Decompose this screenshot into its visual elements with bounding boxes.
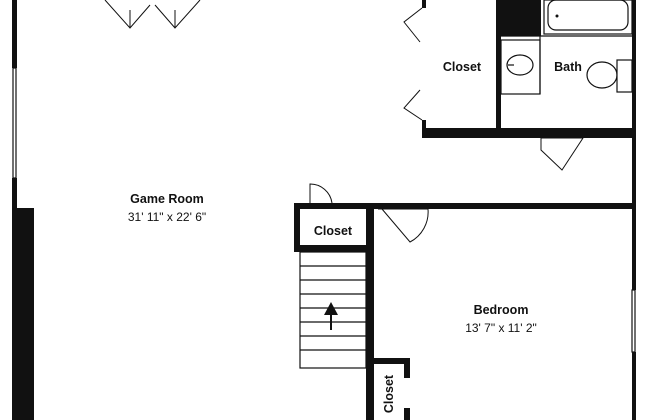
bath-closet-block xyxy=(500,0,541,36)
left-exterior-wall-lower xyxy=(12,208,34,420)
sink-icon xyxy=(506,54,534,76)
stair-closet-right-wall xyxy=(366,203,374,420)
bifold-door-icon xyxy=(104,0,151,29)
upper-closet-bottom-wall xyxy=(422,128,632,138)
bathtub-inner xyxy=(547,0,629,31)
bedroom-label: Bedroom xyxy=(474,303,529,317)
bathtub-icon xyxy=(543,0,633,35)
stair-closet-left-wall xyxy=(294,203,300,251)
bath-fixtures xyxy=(500,0,633,95)
lower-closet-label: Closet xyxy=(382,374,396,413)
closet-bifold-door-icon xyxy=(403,89,423,121)
toilet-icon xyxy=(586,61,618,89)
door-swing-icon xyxy=(309,183,333,204)
toilet-tank-icon xyxy=(616,59,633,93)
left-exterior-wall xyxy=(12,0,17,68)
door-swing-icon xyxy=(378,208,429,243)
bath-left-wall xyxy=(496,0,501,133)
closet-bifold-door-icon xyxy=(403,7,423,43)
left-window-top xyxy=(12,67,17,179)
tub-drain-icon xyxy=(555,14,559,18)
upper-closet-label: Closet xyxy=(443,60,482,74)
right-exterior-wall-top xyxy=(632,0,636,205)
left-exterior-wall-mid xyxy=(12,178,17,208)
stair-closet-label: Closet xyxy=(314,224,353,238)
stair-closet-top-wall xyxy=(294,203,374,209)
lower-closet-right-wall-bottom xyxy=(404,408,410,420)
right-window xyxy=(631,289,636,353)
walls xyxy=(12,0,636,420)
lower-closet-right-wall xyxy=(404,358,410,378)
upper-closet-left-wall xyxy=(422,120,426,138)
bath-label: Bath xyxy=(554,60,582,74)
bifold-door-icon xyxy=(154,0,201,29)
staircase xyxy=(299,251,367,369)
stair-up-arrow-icon xyxy=(324,302,338,330)
lower-closet-top-wall xyxy=(366,358,410,364)
stair-closet-bottom-wall xyxy=(294,245,374,252)
bedroom-dimensions: 13' 7" x 11' 2" xyxy=(465,321,537,335)
game-room-dimensions: 31' 11" x 22' 6" xyxy=(128,210,206,224)
doors xyxy=(104,0,584,243)
bedroom-top-wall xyxy=(366,203,636,209)
door-swing-icon xyxy=(540,137,584,171)
right-exterior-wall-mid xyxy=(632,205,636,290)
stair-outline xyxy=(299,251,367,369)
closet-right-wall-top xyxy=(422,0,426,8)
right-exterior-wall-lower xyxy=(632,352,636,420)
vanity-icon xyxy=(500,39,541,95)
room-labels: Game Room 31' 11" x 22' 6" Closet Bath C… xyxy=(128,60,582,413)
game-room-label: Game Room xyxy=(130,192,204,206)
